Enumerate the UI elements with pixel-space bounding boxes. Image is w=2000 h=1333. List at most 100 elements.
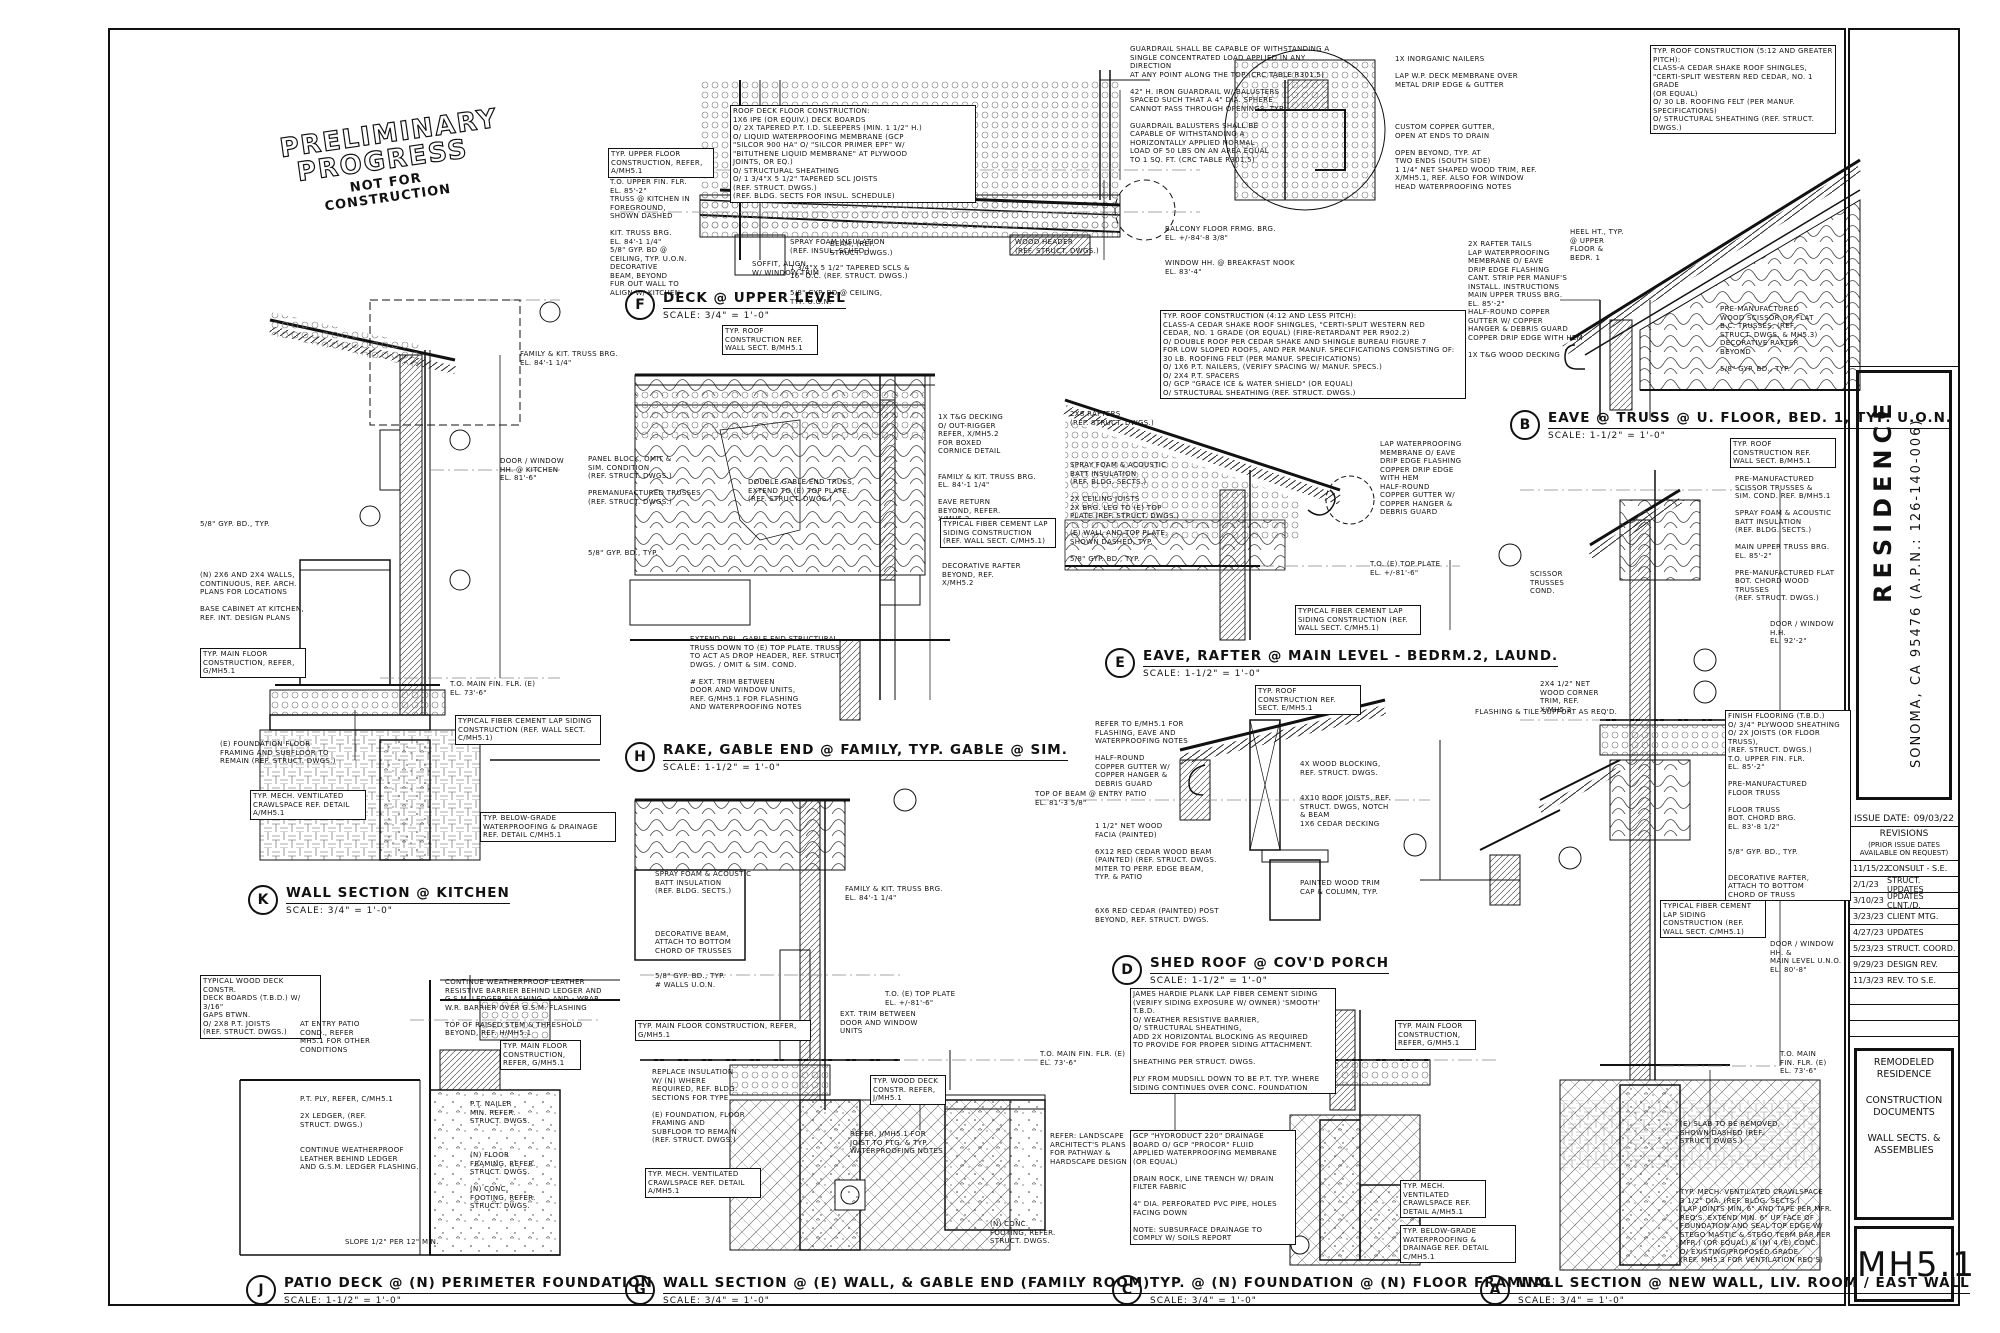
issue-date-value: 09/03/22 — [1913, 814, 1954, 824]
label-joist-ftg: REFER, J/MH5.1 FOR JOIST TO FTG. & TYP. … — [850, 1130, 944, 1155]
detail-d-graphic — [1035, 698, 1582, 921]
note-k-walls: 5/8" GYP. BD., TYP. (N) 2x6 AND 2x4 WALL… — [200, 520, 304, 622]
note-g-insul: SPRAY FOAM & ACOUSTIC BATT INSULATION (R… — [655, 870, 752, 989]
detail-scale: SCALE: 3/4" = 1'-0" — [286, 906, 393, 916]
detail-bubble: G — [625, 1275, 655, 1305]
detail-b-graphic — [1560, 158, 1863, 420]
detail-title-text: EAVE @ TRUSS @ U. FLOOR, BED. 1, TYP. U.… — [1548, 410, 1953, 429]
note-b-right: PRE-MANUFACTURED WOOD SCISSOR OR FLAT B.… — [1720, 305, 1818, 373]
detail-a-graphic — [1498, 470, 1821, 1271]
revisions-note: (PRIOR ISSUE DATES AVAILABLE ON REQUEST) — [1850, 841, 1958, 861]
label-typ-main-floor-c: TYP. MAIN FLOOR CONSTRUCTION, REFER, G/M… — [1395, 1020, 1476, 1050]
revision-text: DESIGN REV. — [1887, 960, 1938, 969]
note-f-beam: BEAM, (REF. STRUCT. DWGS.) — [830, 240, 893, 257]
note-d-right: 4x WOOD BLOCKING, REF. STRUCT. DWGS. 4x1… — [1300, 760, 1391, 896]
note-e-right: LAP WATERPROOFING MEMBRANE O/ EAVE DRIP … — [1380, 440, 1462, 516]
detail-title-text: WALL SECTION @ NEW WALL, LIV. ROOM / EAS… — [1518, 1275, 1970, 1294]
revision-text: UPDATES CLNT./D. — [1887, 891, 1924, 910]
note-wood-corner: 2x4 1/2" NET WOOD CORNER TRIM, REF. X/MH… — [1540, 680, 1599, 714]
doc-title-3: WALL SECTS. & ASSEMBLIES — [1867, 1133, 1941, 1156]
revisions-title: REVISIONS — [1879, 829, 1929, 839]
detail-scale: SCALE: 1-1/2" = 1'-0" — [284, 1296, 402, 1306]
label-typ-roof-constr-a: TYP. ROOF CONSTRUCTION REF. WALL SECT. B… — [1730, 438, 1836, 468]
label-el-door-a: DOOR / WINDOW HH. & MAIN LEVEL U.N.O. EL… — [1770, 940, 1842, 974]
detail-bubble: J — [246, 1275, 276, 1305]
detail-j-graphic — [239, 975, 620, 1256]
note-f-wood-header: WOOD HEADER (REF. STRUCT. DWGS.) — [1015, 238, 1099, 255]
detail-title-g: G WALL SECTION @ (E) WALL, & GABLE END (… — [625, 1275, 1151, 1306]
revision-row-empty — [1850, 1005, 1958, 1021]
detail-title-a: A WALL SECTION @ NEW WALL, LIV. ROOM / E… — [1480, 1275, 1970, 1306]
revision-date: 5/23/23 — [1853, 944, 1884, 953]
label-el-kitchen-g: FAMILY & KIT. TRUSS BRG. EL. 84'-1 1/4" — [845, 885, 943, 902]
label-el-main-g: T.O. MAIN FIN. FLR. (E) EL. 73'-6" — [1040, 1050, 1126, 1067]
detail-bubble: K — [248, 885, 278, 915]
label-typ-upper-floor-f: TYP. UPPER FLOOR CONSTRUCTION, REFER, A/… — [608, 148, 714, 178]
note-f-gutter: 1x INORGANIC NAILERS LAP W.P. DECK MEMBR… — [1395, 55, 1537, 191]
note-f-bottom: SPRAY FOAM INSULATION (REF. INSUL. SCHED… — [790, 238, 910, 306]
note-j-top: CONTINUE WEATHERPROOF LEATHER RESISTIVE … — [445, 978, 602, 1037]
label-entry-patio: AT ENTRY PATIO COND., REFER MH5.1 FOR OT… — [300, 1020, 371, 1054]
revision-text: UPDATES — [1887, 928, 1924, 937]
label-typical-wood-deck-j: TYPICAL WOOD DECK CONSTR. DECK BOARDS (T… — [200, 975, 321, 1039]
document-title-panel: REMODELED RESIDENCE CONSTRUCTION DOCUMEN… — [1854, 1048, 1954, 1220]
label-typ-below-grade-c: TYP. BELOW-GRADE WATERPROOFING & DRAINAG… — [1400, 1225, 1516, 1263]
note-b-roof: TYP. ROOF CONSTRUCTION (5:12 AND GREATER… — [1650, 45, 1836, 134]
note-f-guardrail: GUARDRAIL SHALL BE CAPABLE OF WITHSTANDI… — [1130, 45, 1330, 164]
label-typ-fiber-cement-h: TYPICAL FIBER CEMENT LAP SIDING CONSTRUC… — [940, 518, 1056, 548]
detail-title-text: TYP. @ (N) FOUNDATION @ (N) FLOOR FRAMIN… — [1150, 1275, 1552, 1294]
label-typ-fiber-cement-k: TYPICAL FIBER CEMENT LAP SIDING CONSTRUC… — [455, 715, 601, 745]
detail-scale: SCALE: 3/4" = 1'-0" — [1150, 1296, 1257, 1306]
detail-title-text: EAVE, RAFTER @ MAIN LEVEL - BEDRM.2, LAU… — [1143, 648, 1559, 667]
revision-date: 9/29/23 — [1853, 960, 1884, 969]
detail-bubble: H — [625, 742, 655, 772]
detail-k-graphic — [259, 299, 600, 861]
detail-scale: SCALE: 3/4" = 1'-0" — [1518, 1296, 1625, 1306]
revision-date: 11/3/23 — [1853, 976, 1884, 985]
revision-text: STRUCT. COORD. — [1887, 944, 1956, 953]
detail-title-b: B EAVE @ TRUSS @ U. FLOOR, BED. 1, TYP. … — [1510, 410, 1953, 441]
note-h-right: 1x T&G DECKING O/ OUT-RIGGER REFER, X/MH… — [938, 413, 1036, 523]
note-f-left: T.O. UPPER FIN. FLR. EL. 85'-2" TRUSS @ … — [610, 178, 690, 297]
label-landscape: REFER: LANDSCAPE ARCHITECT'S PLANS FOR P… — [1050, 1132, 1128, 1166]
label-el-main-a: T.O. MAIN FIN. FLR. (E) EL. 73'-6" — [1780, 1050, 1827, 1075]
note-c-siding: JAMES HARDIE PLANK LAP FIBER CEMENT SIDI… — [1130, 988, 1336, 1094]
revision-text: REV. TO S.E. — [1887, 976, 1937, 985]
note-f-roof-deck: ROOF DECK FLOOR CONSTRUCTION: 1x6 IPE (O… — [730, 105, 976, 203]
detail-e-graphic — [1063, 398, 1460, 641]
detail-h-graphic — [629, 373, 950, 721]
note-f-right: BALCONY FLOOR FRMG. BRG. EL. +/-84'-8 3/… — [1165, 225, 1295, 276]
detail-title-text: PATIO DECK @ (N) PERIMETER FOUNDATION — [284, 1275, 653, 1294]
revision-date: 3/23/23 — [1853, 912, 1884, 921]
note-e-left: 2x8 RAFTERS (REF. STRUCT. DWGS.) SPRAY F… — [1070, 410, 1180, 563]
label-typ-roof-constr-d: TYP. ROOF CONSTRUCTION REF. SECT. E/MH5.… — [1255, 685, 1361, 715]
label-typ-roof-constr-h: TYP. ROOF CONSTRUCTION REF. WALL SECT. B… — [722, 325, 818, 355]
note-flashing: FLASHING & TILE SUPPORT AS REQ'D. — [1475, 708, 1618, 716]
issue-date-row: ISSUE DATE: 09/03/22 — [1850, 812, 1958, 827]
title-block: RESIDENCE SONOMA, CA 95476 (A.P.N.: 126-… — [1848, 28, 1974, 1306]
revision-date: 2/1/23 — [1853, 880, 1879, 889]
note-d-left: REFER TO E/MH5.1 FOR FLASHING, EAVE AND … — [1095, 720, 1219, 924]
label-typ-wood-deck-g: TYP. WOOD DECK CONSTR. REFER, J/MH5.1 — [870, 1075, 946, 1105]
note-h-bottom: EXTEND DBL. GABLE END STRUCTURAL TRUSS D… — [690, 635, 842, 711]
detail-scale: SCALE: 1-1/2" = 1'-0" — [663, 763, 781, 773]
note-f-soffit: SOFFIT, ALIGN W/ WINDOW TRIM — [752, 260, 820, 277]
issue-revisions-panel: ISSUE DATE: 09/03/22 REVISIONS (PRIOR IS… — [1850, 812, 1958, 1037]
note-c-below-grade: GCP "HYDRODUCT 220" DRAINAGE BOARD O/ GC… — [1130, 1130, 1296, 1245]
detail-title-h: H RAKE, GABLE END @ FAMILY, TYP. GABLE @… — [625, 742, 1068, 773]
detail-title-text: SHED ROOF @ COV'D PORCH — [1150, 955, 1390, 974]
detail-scale: SCALE: 1-1/2" = 1'-0" — [1150, 976, 1268, 986]
detail-bubble: F — [625, 290, 655, 320]
label-typ-mech-vent-c: TYP. MECH. VENTILATED CRAWLSPACE REF. DE… — [1400, 1180, 1486, 1218]
detail-title-text: DECK @ UPPER LEVEL — [663, 290, 846, 309]
label-el-door-k: DOOR / WINDOW HH. @ KITCHEN EL. 81'-6" — [500, 457, 565, 482]
revision-date: 11/15/22 — [1853, 864, 1889, 873]
note-a-bottom: (E) SLAB TO BE REMOVED, SHOWN DASHED (RE… — [1680, 1120, 1833, 1264]
note-j-mid: P.T. PLY, REFER, C/MH5.1 2x LEDGER, (REF… — [300, 1095, 419, 1171]
label-el-main-k: T.O. MAIN FIN. FLR. (E) EL. 73'-6" — [450, 680, 536, 697]
